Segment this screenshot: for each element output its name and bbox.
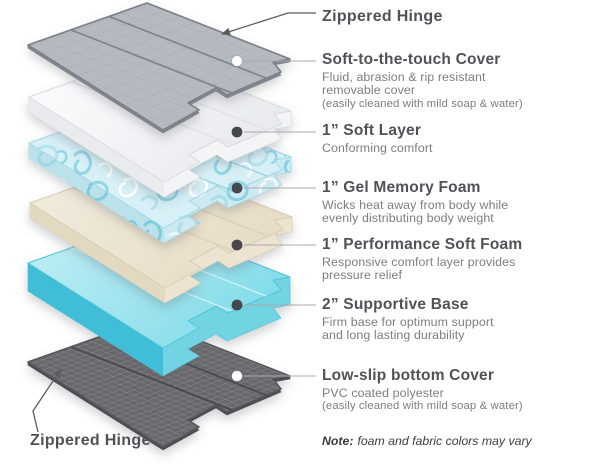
label-line: PVC coated polyester <box>322 386 444 400</box>
layer-title: 1” Soft Layer <box>322 122 422 139</box>
label-cover-top: Soft-to-the-touch Cover Fluid, abrasion … <box>322 51 587 111</box>
label-bottom-cover: Low-slip bottom Cover PVC coated polyest… <box>322 367 587 414</box>
label-gel-memory-foam: 1” Gel Memory Foam Wicks heat away from … <box>322 179 587 226</box>
callout-dot-soft-layer <box>231 126 243 138</box>
callout-dot-supportive-base <box>231 299 243 311</box>
label-line: and long lasting durability <box>322 328 465 343</box>
hinge-arrow-bottom <box>32 368 62 433</box>
label-line: (easily cleaned with mild soap & water) <box>322 400 523 413</box>
label-line: removable cover <box>322 83 416 98</box>
zippered-hinge-bottom-label: Zippered Hinge <box>30 432 151 449</box>
layer-title: Low-slip bottom Cover <box>322 367 495 384</box>
hinge-arrow-top <box>221 12 316 36</box>
callout-dot-cover-top <box>231 55 243 67</box>
callouts <box>32 12 316 433</box>
label-line: evenly distributing body weight <box>322 211 494 226</box>
label-performance-soft-foam: 1” Performance Soft Foam Responsive comf… <box>322 236 587 283</box>
layer-description: Conforming comfort <box>322 141 587 155</box>
color-variation-note: Note:foam and fabric colors may vary <box>322 434 532 448</box>
label-line: Responsive comfort layer provides <box>322 255 516 269</box>
note-prefix: Note: <box>322 434 354 448</box>
layer-description: PVC coated polyester(easily cleaned with… <box>322 386 587 414</box>
callout-dot-gel-memory-foam <box>231 182 243 194</box>
layer-title: 1” Performance Soft Foam <box>322 236 523 253</box>
zippered-hinge-top-label: Zippered Hinge <box>322 8 443 25</box>
label-line: Wicks heat away from body while <box>322 198 509 212</box>
label-line: Conforming comfort <box>322 141 433 155</box>
note-text: foam and fabric colors may vary <box>357 434 532 448</box>
callout-dot-performance-soft-foam <box>231 239 243 251</box>
label-supportive-base: 2” Supportive Base Firm base for optimum… <box>322 296 587 343</box>
callout-dot-bottom-cover <box>231 370 243 382</box>
layer-title: 2” Supportive Base <box>322 296 469 313</box>
layer-title: Soft-to-the-touch Cover <box>322 51 501 68</box>
label-line: pressure relief <box>322 268 403 283</box>
label-soft-layer: 1” Soft Layer Conforming comfort <box>322 122 587 155</box>
label-line: Fluid, abrasion & rip resistant <box>322 70 486 84</box>
layer-title: 1” Gel Memory Foam <box>322 179 481 196</box>
label-line: (easily cleaned with mild soap & water) <box>322 97 523 110</box>
label-line: Firm base for optimum support <box>322 315 494 329</box>
